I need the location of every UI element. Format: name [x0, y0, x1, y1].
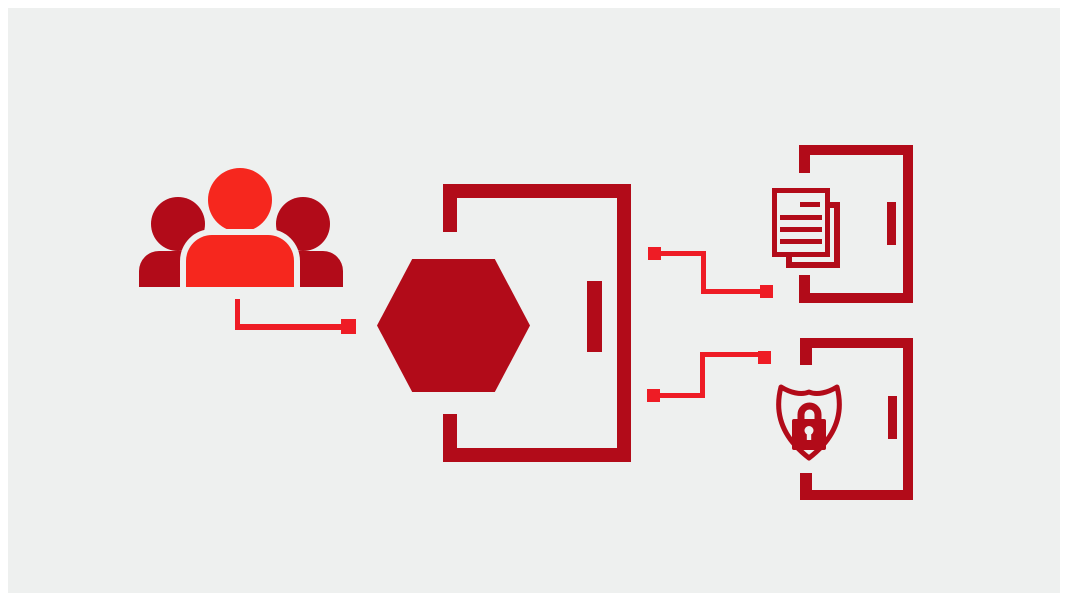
- connector-segment: [701, 251, 706, 294]
- security-container-handle: [888, 396, 897, 439]
- security-container-bottom-bar: [800, 490, 913, 500]
- lock-keyhole: [804, 426, 814, 435]
- connector-segment: [700, 352, 758, 357]
- document-text-line: [780, 215, 822, 220]
- document-text-line: [780, 227, 822, 232]
- shield-lock-icon: [776, 384, 842, 461]
- main-container-handle: [587, 281, 602, 352]
- center-person-head: [208, 168, 272, 232]
- documents-container-right-bar: [903, 145, 913, 303]
- documents-container-bottom-stub: [799, 275, 810, 303]
- connector-segment: [661, 251, 706, 256]
- documents-container-bottom-bar: [799, 293, 913, 303]
- documents-container-top-bar: [799, 145, 913, 155]
- main-container-top-bar: [443, 184, 631, 198]
- documents-container-top-stub: [799, 145, 810, 173]
- lock-keyhole-stem: [806, 431, 812, 440]
- main-container-right-bar: [617, 184, 631, 462]
- connector-endpoint-square: [760, 285, 773, 298]
- connector-segment: [700, 356, 705, 398]
- shield-outline: [776, 384, 842, 461]
- connector-endpoint-square: [647, 389, 660, 402]
- document-text-line: [780, 239, 822, 244]
- lock-shackle: [797, 402, 822, 422]
- security-container-top-stub: [800, 338, 812, 365]
- main-container-bottom-stub: [443, 414, 457, 462]
- connector-endpoint-square: [341, 319, 356, 334]
- connector-segment: [701, 289, 760, 294]
- connector-segment: [235, 299, 240, 329]
- connector-endpoint-square: [758, 351, 771, 364]
- document-front-page: [772, 188, 830, 257]
- main-container-bottom-bar: [443, 448, 631, 462]
- security-container-bottom-stub: [800, 473, 812, 500]
- main-container-top-stub: [443, 184, 457, 232]
- hexagon-icon: [377, 259, 530, 392]
- security-container-right-bar: [903, 338, 913, 500]
- connector-segment: [235, 324, 341, 330]
- document-text-line: [800, 202, 820, 207]
- connector-endpoint-square: [648, 247, 661, 260]
- center-person-body: [186, 235, 294, 287]
- documents-container-handle: [887, 202, 896, 245]
- security-container-top-bar: [800, 338, 913, 348]
- connector-segment: [660, 393, 705, 398]
